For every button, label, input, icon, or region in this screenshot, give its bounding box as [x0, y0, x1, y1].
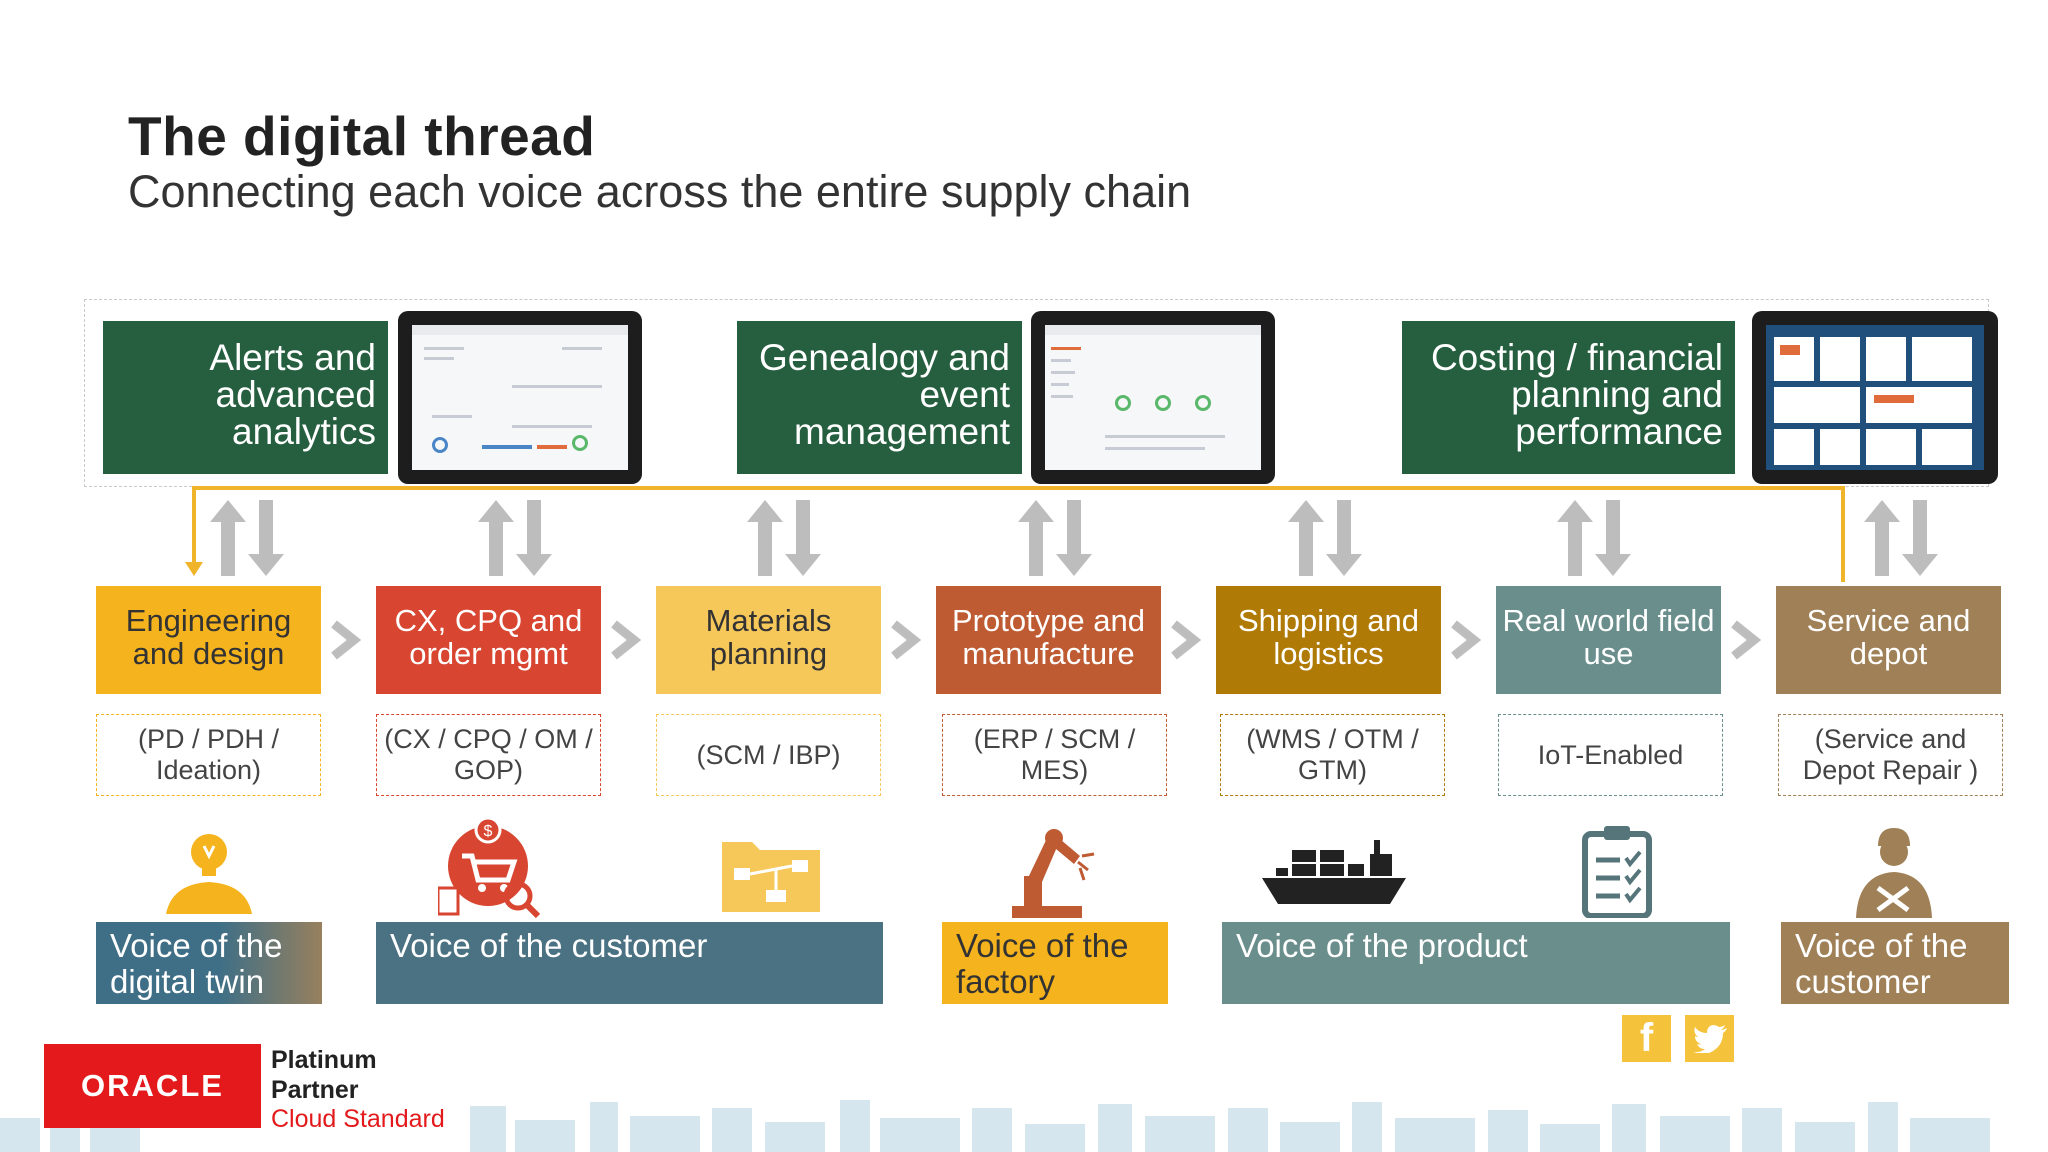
- systems-box: (WMS / OTM / GTM): [1220, 714, 1445, 796]
- tablet-costing-screenshot: [1752, 311, 1998, 484]
- chevron-right-icon: [1451, 620, 1482, 660]
- cargo-ship-icon: [1262, 840, 1406, 904]
- oracle-logo-text: ORACLE: [81, 1068, 224, 1103]
- systems-label: (CX / CPQ / OM / GOP): [384, 724, 593, 785]
- stage-label: Prototype and manufacture: [951, 603, 1146, 671]
- twitter-icon[interactable]: [1685, 1015, 1734, 1062]
- thread-arrowhead: [185, 562, 203, 576]
- stage-materials-planning: Materials planning: [656, 586, 881, 694]
- systems-box: IoT-Enabled: [1498, 714, 1723, 796]
- stage-label: Service and depot: [1806, 603, 1971, 671]
- systems-box: (ERP / SCM / MES): [942, 714, 1167, 796]
- systems-label: (WMS / OTM / GTM): [1246, 724, 1419, 785]
- oracle-logo: ORACLE: [44, 1044, 261, 1128]
- panel-alerts-analytics: Alerts and advanced analytics: [103, 321, 388, 474]
- voice-label: Voice of the digital twin: [110, 927, 283, 1000]
- voice-factory: Voice of the factory: [942, 922, 1168, 1004]
- partner-line-2: Partner: [271, 1076, 359, 1104]
- systems-label: (ERP / SCM / MES): [973, 724, 1136, 785]
- panel-label: Costing / financial planning and perform…: [1430, 337, 1723, 452]
- page-subtitle: Connecting each voice across the entire …: [128, 166, 1192, 217]
- person-lightbulb-icon: [166, 834, 252, 914]
- folder-network-icon: [722, 842, 820, 912]
- chevron-right-icon: [1171, 620, 1202, 660]
- voice-customer-1: Voice of the customer: [376, 922, 883, 1004]
- voice-label: Voice of the customer: [1795, 927, 1968, 1000]
- stage-label: Engineering and design: [125, 603, 292, 671]
- systems-box: (Service and Depot Repair ): [1778, 714, 2003, 796]
- robot-arm-icon: [1012, 829, 1095, 918]
- twitter-bird-icon: [1692, 1024, 1727, 1053]
- systems-box: (SCM / IBP): [656, 714, 881, 796]
- stage-engineering-design: Engineering and design: [96, 586, 321, 694]
- stage-label: Shipping and logistics: [1238, 603, 1419, 671]
- updown-arrows-icon: [1557, 500, 1631, 576]
- partner-line-1: Platinum: [271, 1046, 377, 1074]
- page-title: The digital thread: [128, 105, 596, 167]
- chevron-right-icon: [611, 620, 642, 660]
- chevron-right-icon: [1731, 620, 1762, 660]
- updown-arrows-icon: [210, 500, 284, 576]
- updown-arrows-icon: [747, 500, 821, 576]
- thread-connector-line: [192, 486, 1845, 490]
- systems-box: (PD / PDH / Ideation): [96, 714, 321, 796]
- tablet-genealogy-screenshot: [1031, 311, 1275, 484]
- stage-prototype-manufacture: Prototype and manufacture: [936, 586, 1161, 694]
- panel-costing-performance: Costing / financial planning and perform…: [1402, 321, 1735, 474]
- technician-icon: [1856, 828, 1932, 918]
- systems-box: (CX / CPQ / OM / GOP): [376, 714, 601, 796]
- chevron-right-icon: [331, 620, 362, 660]
- svg-text:$: $: [484, 823, 493, 840]
- systems-label: (Service and Depot Repair ): [1802, 724, 1979, 785]
- panel-label: Genealogy and event management: [759, 337, 1010, 452]
- stage-real-world-field-use: Real world field use: [1496, 586, 1721, 694]
- partner-badge: Platinum Partner: [271, 1045, 377, 1105]
- voice-label: Voice of the factory: [956, 927, 1129, 1000]
- systems-label: (PD / PDH / Ideation): [137, 724, 279, 785]
- voice-product: Voice of the product: [1222, 922, 1730, 1004]
- panel-label: Alerts and advanced analytics: [209, 337, 376, 452]
- systems-label: (SCM / IBP): [696, 739, 841, 770]
- clipboard-checklist-icon: [1582, 826, 1652, 918]
- stage-label: CX, CPQ and order mgmt: [394, 603, 583, 671]
- thread-connector-right: [1841, 486, 1845, 582]
- voice-label: Voice of the product: [1236, 927, 1528, 964]
- chevron-right-icon: [891, 620, 922, 660]
- city-skyline-decoration: [0, 1100, 1990, 1152]
- voice-digital-twin: Voice of the digital twin: [96, 922, 322, 1004]
- updown-arrows-icon: [478, 500, 552, 576]
- voice-customer-2: Voice of the customer: [1781, 922, 2009, 1004]
- shopping-cart-search-icon: $: [438, 816, 541, 919]
- tablet-analytics-screenshot: [398, 311, 642, 484]
- updown-arrows-icon: [1864, 500, 1938, 576]
- stage-shipping-logistics: Shipping and logistics: [1216, 586, 1441, 694]
- cloud-standard-label: Cloud Standard: [271, 1105, 445, 1133]
- panel-genealogy-events: Genealogy and event management: [737, 321, 1022, 474]
- updown-arrows-icon: [1018, 500, 1092, 576]
- systems-label: IoT-Enabled: [1537, 739, 1684, 770]
- stage-label: Materials planning: [705, 603, 832, 671]
- facebook-icon[interactable]: f: [1622, 1015, 1671, 1062]
- stage-service-depot: Service and depot: [1776, 586, 2001, 694]
- stage-cx-cpq-order: CX, CPQ and order mgmt: [376, 586, 601, 694]
- facebook-glyph: f: [1639, 1016, 1654, 1060]
- voice-label: Voice of the customer: [390, 927, 708, 964]
- stage-label: Real world field use: [1502, 603, 1715, 671]
- thread-connector-left: [192, 486, 196, 566]
- updown-arrows-icon: [1288, 500, 1362, 576]
